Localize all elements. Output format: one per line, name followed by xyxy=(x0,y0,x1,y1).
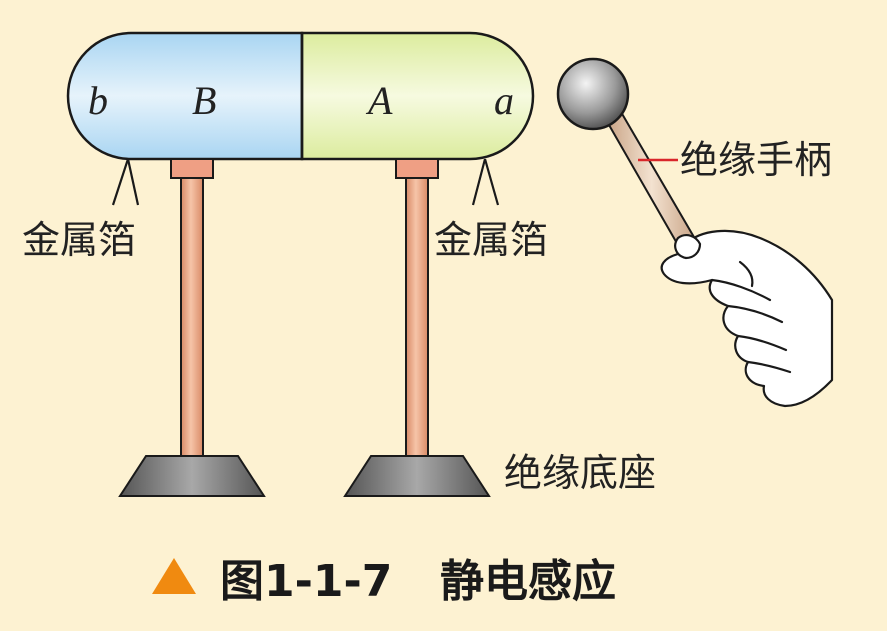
label-foil-right: 金属箔 xyxy=(434,218,548,262)
metal-foil-right xyxy=(471,158,500,206)
metal-foil-left xyxy=(111,158,140,206)
hand-icon xyxy=(660,229,834,408)
label-left-half: B xyxy=(192,78,216,123)
label-right-half: A xyxy=(365,78,393,123)
conductor-A xyxy=(300,31,535,161)
insulating-handle xyxy=(603,110,700,254)
label-base: 绝缘底座 xyxy=(504,451,656,495)
stand-left xyxy=(118,158,266,497)
metal-ball-icon xyxy=(556,57,630,131)
label-foil-left: 金属箔 xyxy=(22,218,136,262)
label-left-end: b xyxy=(88,78,108,123)
conductor-B xyxy=(66,31,304,161)
triangle-marker-icon xyxy=(152,558,196,594)
stand-right xyxy=(343,158,491,497)
label-handle: 绝缘手柄 xyxy=(680,138,832,182)
label-right-end: a xyxy=(494,78,514,123)
figure-number: 图1-1-7 xyxy=(220,556,392,607)
figure-title: 静电感应 xyxy=(440,556,616,607)
